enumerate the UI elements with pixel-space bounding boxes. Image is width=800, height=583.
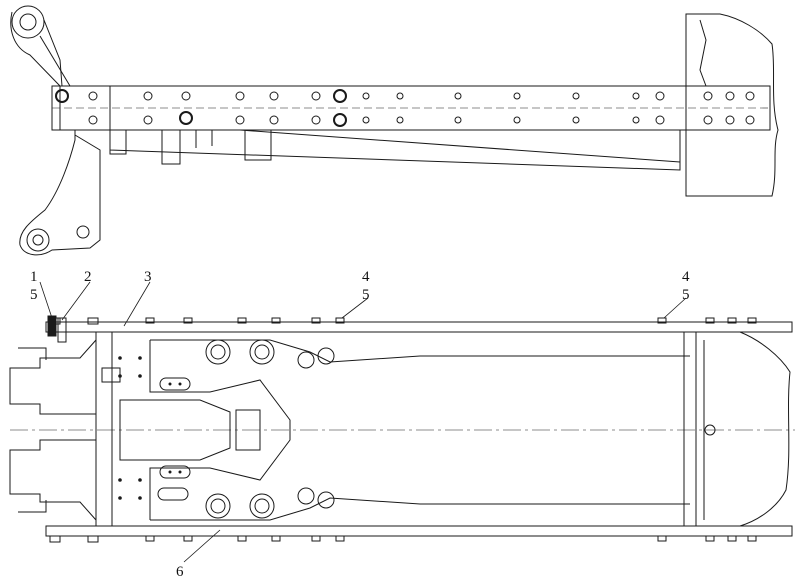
callout-5-middle: 5 [362,287,370,303]
callout-4-right: 4 [682,269,690,285]
bottom-pivot-hole-outer [26,228,50,252]
callout-6: 6 [176,564,184,580]
callout-labels: 1 5 2 3 4 5 4 5 6 [30,269,690,580]
right-end-housing [683,331,791,527]
top-pivot-hole-inner [19,13,37,31]
rail-bolts [49,317,757,543]
right-end-casting [685,13,779,197]
lower-side-rail [45,525,793,537]
lug-3 [244,129,272,161]
lug-1 [109,129,127,155]
callout-3: 3 [144,269,152,285]
callout-4-middle: 4 [362,269,370,285]
lower-yoke [9,439,97,522]
top-pivot-hole-outer [11,5,45,39]
lug-2 [161,129,181,165]
callout-2: 2 [84,269,92,285]
side-view [10,5,779,256]
plan-view [9,315,795,543]
callout-1: 1 [30,269,38,285]
mounting-bosses [205,339,335,519]
bracket-bolt-hole [76,225,90,239]
leader-lines [39,281,687,563]
left-hanger-bracket [10,11,101,256]
cross-member [150,339,690,521]
rivet-dots [118,356,182,500]
rail-bolt-holes [55,89,755,127]
tapered-beam [109,86,681,171]
bottom-pivot-hole-inner [32,234,44,246]
washer-item-1 [47,315,57,337]
frame-outline [95,331,697,527]
callout-5-left: 5 [30,287,38,303]
upper-yoke [9,338,97,415]
upper-side-rail [45,321,793,333]
callout-5-right: 5 [682,287,690,303]
bolt-item-2 [57,317,67,343]
